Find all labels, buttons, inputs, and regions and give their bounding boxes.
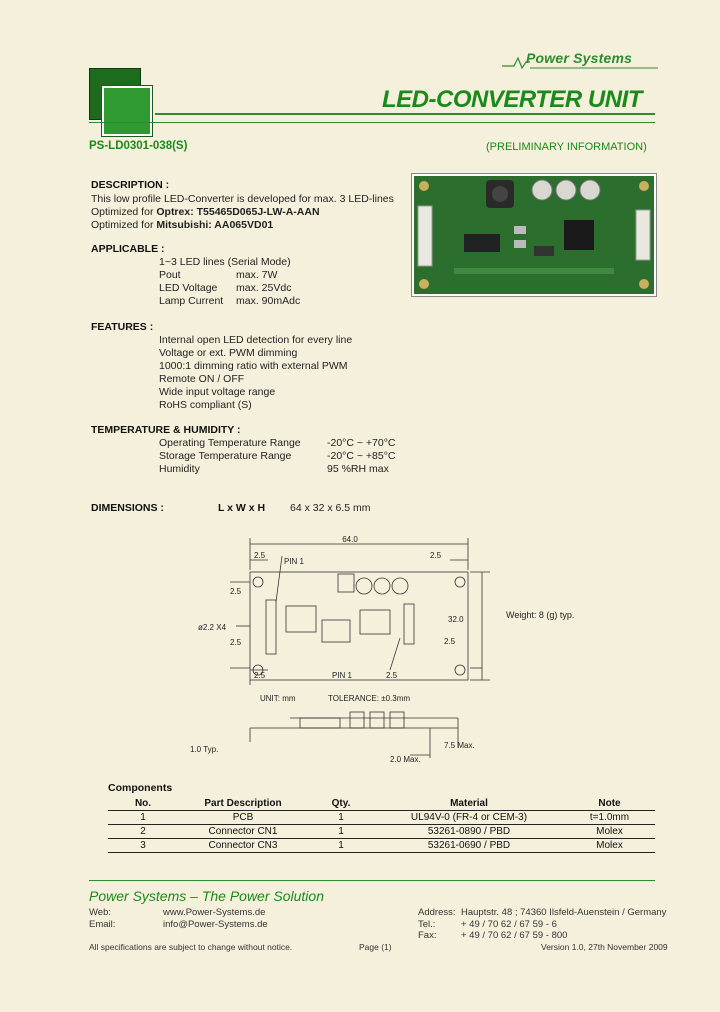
- logo-square-light: [101, 85, 153, 137]
- description-heading: DESCRIPTION :: [91, 179, 170, 191]
- feature-item: Internal open LED detection for every li…: [159, 334, 353, 346]
- dimensions-heading: DIMENSIONS :: [91, 502, 164, 514]
- temperature-heading: TEMPERATURE & HUMIDITY :: [91, 424, 241, 436]
- applicable-value: max. 7W: [236, 269, 278, 281]
- dimensions-label: L x W x H: [218, 502, 266, 514]
- footer-page-number: Page (1): [359, 942, 392, 952]
- drawing-unit-label: UNIT: mm: [260, 694, 296, 703]
- status-label: (PRELIMINARY INFORMATION): [486, 141, 647, 153]
- drawing-offset-label: 2.5: [254, 551, 266, 560]
- footer-tel-label: Tel.:: [418, 919, 436, 930]
- drawing-height-label: 32.0: [448, 615, 464, 624]
- column-header: No.: [108, 797, 178, 811]
- dimension-drawing: 64.0 2.5 2.5 PIN 1 ø2.2 X4 2.5 2.5 32.0 …: [190, 535, 574, 764]
- table-cell: 1: [108, 810, 178, 825]
- applicable-label: LED Voltage: [159, 282, 218, 294]
- features-heading: FEATURES :: [91, 321, 154, 333]
- dimensions-value: 64 x 32 x 6.5 mm: [290, 502, 371, 514]
- table-row: 3 Connector CN3 1 53261-0690 / PBD Molex: [108, 838, 655, 853]
- applicable-value: max. 25Vdc: [236, 282, 292, 294]
- temperature-label: Operating Temperature Range: [159, 437, 301, 449]
- table-cell: 53261-0690 / PBD: [374, 838, 564, 853]
- part-number: PS-LD0301-038(S): [89, 140, 188, 152]
- feature-item: RoHS compliant (S): [159, 399, 252, 411]
- footer-web-label: Web:: [89, 907, 112, 918]
- drawing-tolerance-label: TOLERANCE: ±0.3mm: [328, 694, 410, 703]
- footer-fax-label: Fax:: [418, 930, 437, 941]
- table-cell: 1: [308, 810, 374, 825]
- header-rule: [89, 122, 655, 123]
- column-header: Part Description: [178, 797, 308, 811]
- drawing-component-height-label: 2.0 Max.: [390, 755, 421, 764]
- table-cell: 53261-0890 / PBD: [374, 824, 564, 839]
- drawing-offset-label: 2.5: [230, 638, 242, 647]
- table-row: 2 Connector CN1 1 53261-0890 / PBD Molex: [108, 824, 655, 839]
- pcb-photo: [411, 173, 657, 297]
- title-rule: [155, 113, 655, 115]
- temperature-label: Storage Temperature Range: [159, 450, 292, 462]
- description-line-2: Optimized for Optrex: T55465D065J-LW-A-A…: [91, 206, 320, 218]
- page-title: LED-CONVERTER UNIT: [382, 86, 642, 113]
- table-cell: Connector CN1: [178, 824, 308, 839]
- drawing-pin1-label: PIN 1: [332, 671, 353, 680]
- drawing-pin1-label: PIN 1: [284, 557, 305, 566]
- table-cell: t=1.0mm: [564, 810, 655, 825]
- applicable-heading: APPLICABLE :: [91, 243, 165, 255]
- applicable-label: Lamp Current: [159, 295, 224, 307]
- footer-fax-value: + 49 / 70 62 / 67 59 - 800: [461, 930, 568, 941]
- table-header-row: No. Part Description Qty. Material Note: [108, 797, 655, 811]
- footer-email-label: Email:: [89, 919, 116, 930]
- brand-logo-text: Power Systems: [526, 50, 633, 66]
- applicable-value: max. 90mAdc: [236, 295, 301, 307]
- table-cell: 1: [308, 838, 374, 853]
- table-cell: Molex: [564, 838, 655, 853]
- footer-email-link[interactable]: info@Power-Systems.de: [163, 919, 268, 930]
- table-cell: 1: [308, 824, 374, 839]
- drawing-total-height-label: 7.5 Max.: [444, 741, 475, 750]
- table-cell: Molex: [564, 824, 655, 839]
- drawing-offset-label: 2.5: [444, 637, 456, 646]
- feature-item: 1000:1 dimming ratio with external PWM: [159, 360, 348, 372]
- table-cell: UL94V-0 (FR-4 or CEM-3): [374, 810, 564, 825]
- footer-disclaimer: All specifications are subject to change…: [89, 942, 293, 952]
- drawing-offset-label: 2.5: [386, 671, 398, 680]
- components-heading: Components: [108, 782, 173, 794]
- column-header: Qty.: [308, 797, 374, 811]
- description-line-1: This low profile LED-Converter is develo…: [91, 193, 394, 205]
- drawing-weight-label: Weight: 8 (g) typ.: [506, 610, 574, 620]
- temperature-value: -20°C ~ +70°C: [327, 437, 396, 449]
- table-cell: 2: [108, 824, 178, 839]
- applicable-label: 1~3 LED lines (Serial Mode): [159, 256, 291, 268]
- table-row: 1 PCB 1 UL94V-0 (FR-4 or CEM-3) t=1.0mm: [108, 810, 655, 825]
- footer-slogan: Power Systems – The Power Solution: [89, 888, 324, 904]
- footer-address-value: Hauptstr. 48 ; 74360 Ilsfeld-Auenstein /…: [461, 907, 667, 918]
- footer-address-label: Address:: [418, 907, 456, 918]
- feature-item: Wide input voltage range: [159, 386, 276, 398]
- temperature-label: Humidity: [159, 463, 200, 475]
- temperature-value: -20°C ~ +85°C: [327, 450, 396, 462]
- feature-item: Remote ON / OFF: [159, 373, 245, 385]
- footer-rule: [89, 880, 655, 881]
- drawing-overall-width: 64.0: [342, 535, 358, 544]
- drawing-hole-label: ø2.2 X4: [198, 623, 227, 632]
- footer-version: Version 1.0, 27th November 2009: [541, 942, 668, 952]
- table-cell: PCB: [178, 810, 308, 825]
- drawing-offset-label: 2.5: [230, 587, 242, 596]
- table-cell: Connector CN3: [178, 838, 308, 853]
- table-cell: 3: [108, 838, 178, 853]
- drawing-pcb-thickness-label: 1.0 Typ.: [190, 745, 218, 754]
- drawing-offset-label: 2.5: [254, 671, 266, 680]
- power-systems-swoosh-icon: [502, 56, 658, 70]
- column-header: Material: [374, 797, 564, 811]
- column-header: Note: [564, 797, 655, 811]
- footer-tel-value: + 49 / 70 62 / 67 59 - 6: [461, 919, 557, 930]
- feature-item: Voltage or ext. PWM dimming: [159, 347, 298, 359]
- temperature-value: 95 %RH max: [327, 463, 389, 475]
- components-table: No. Part Description Qty. Material Note …: [108, 797, 655, 853]
- footer-web-link[interactable]: www.Power-Systems.de: [163, 907, 266, 918]
- applicable-label: Pout: [159, 269, 181, 281]
- drawing-offset-label: 2.5: [430, 551, 442, 560]
- description-line-3: Optimized for Mitsubishi: AA065VD01: [91, 219, 274, 231]
